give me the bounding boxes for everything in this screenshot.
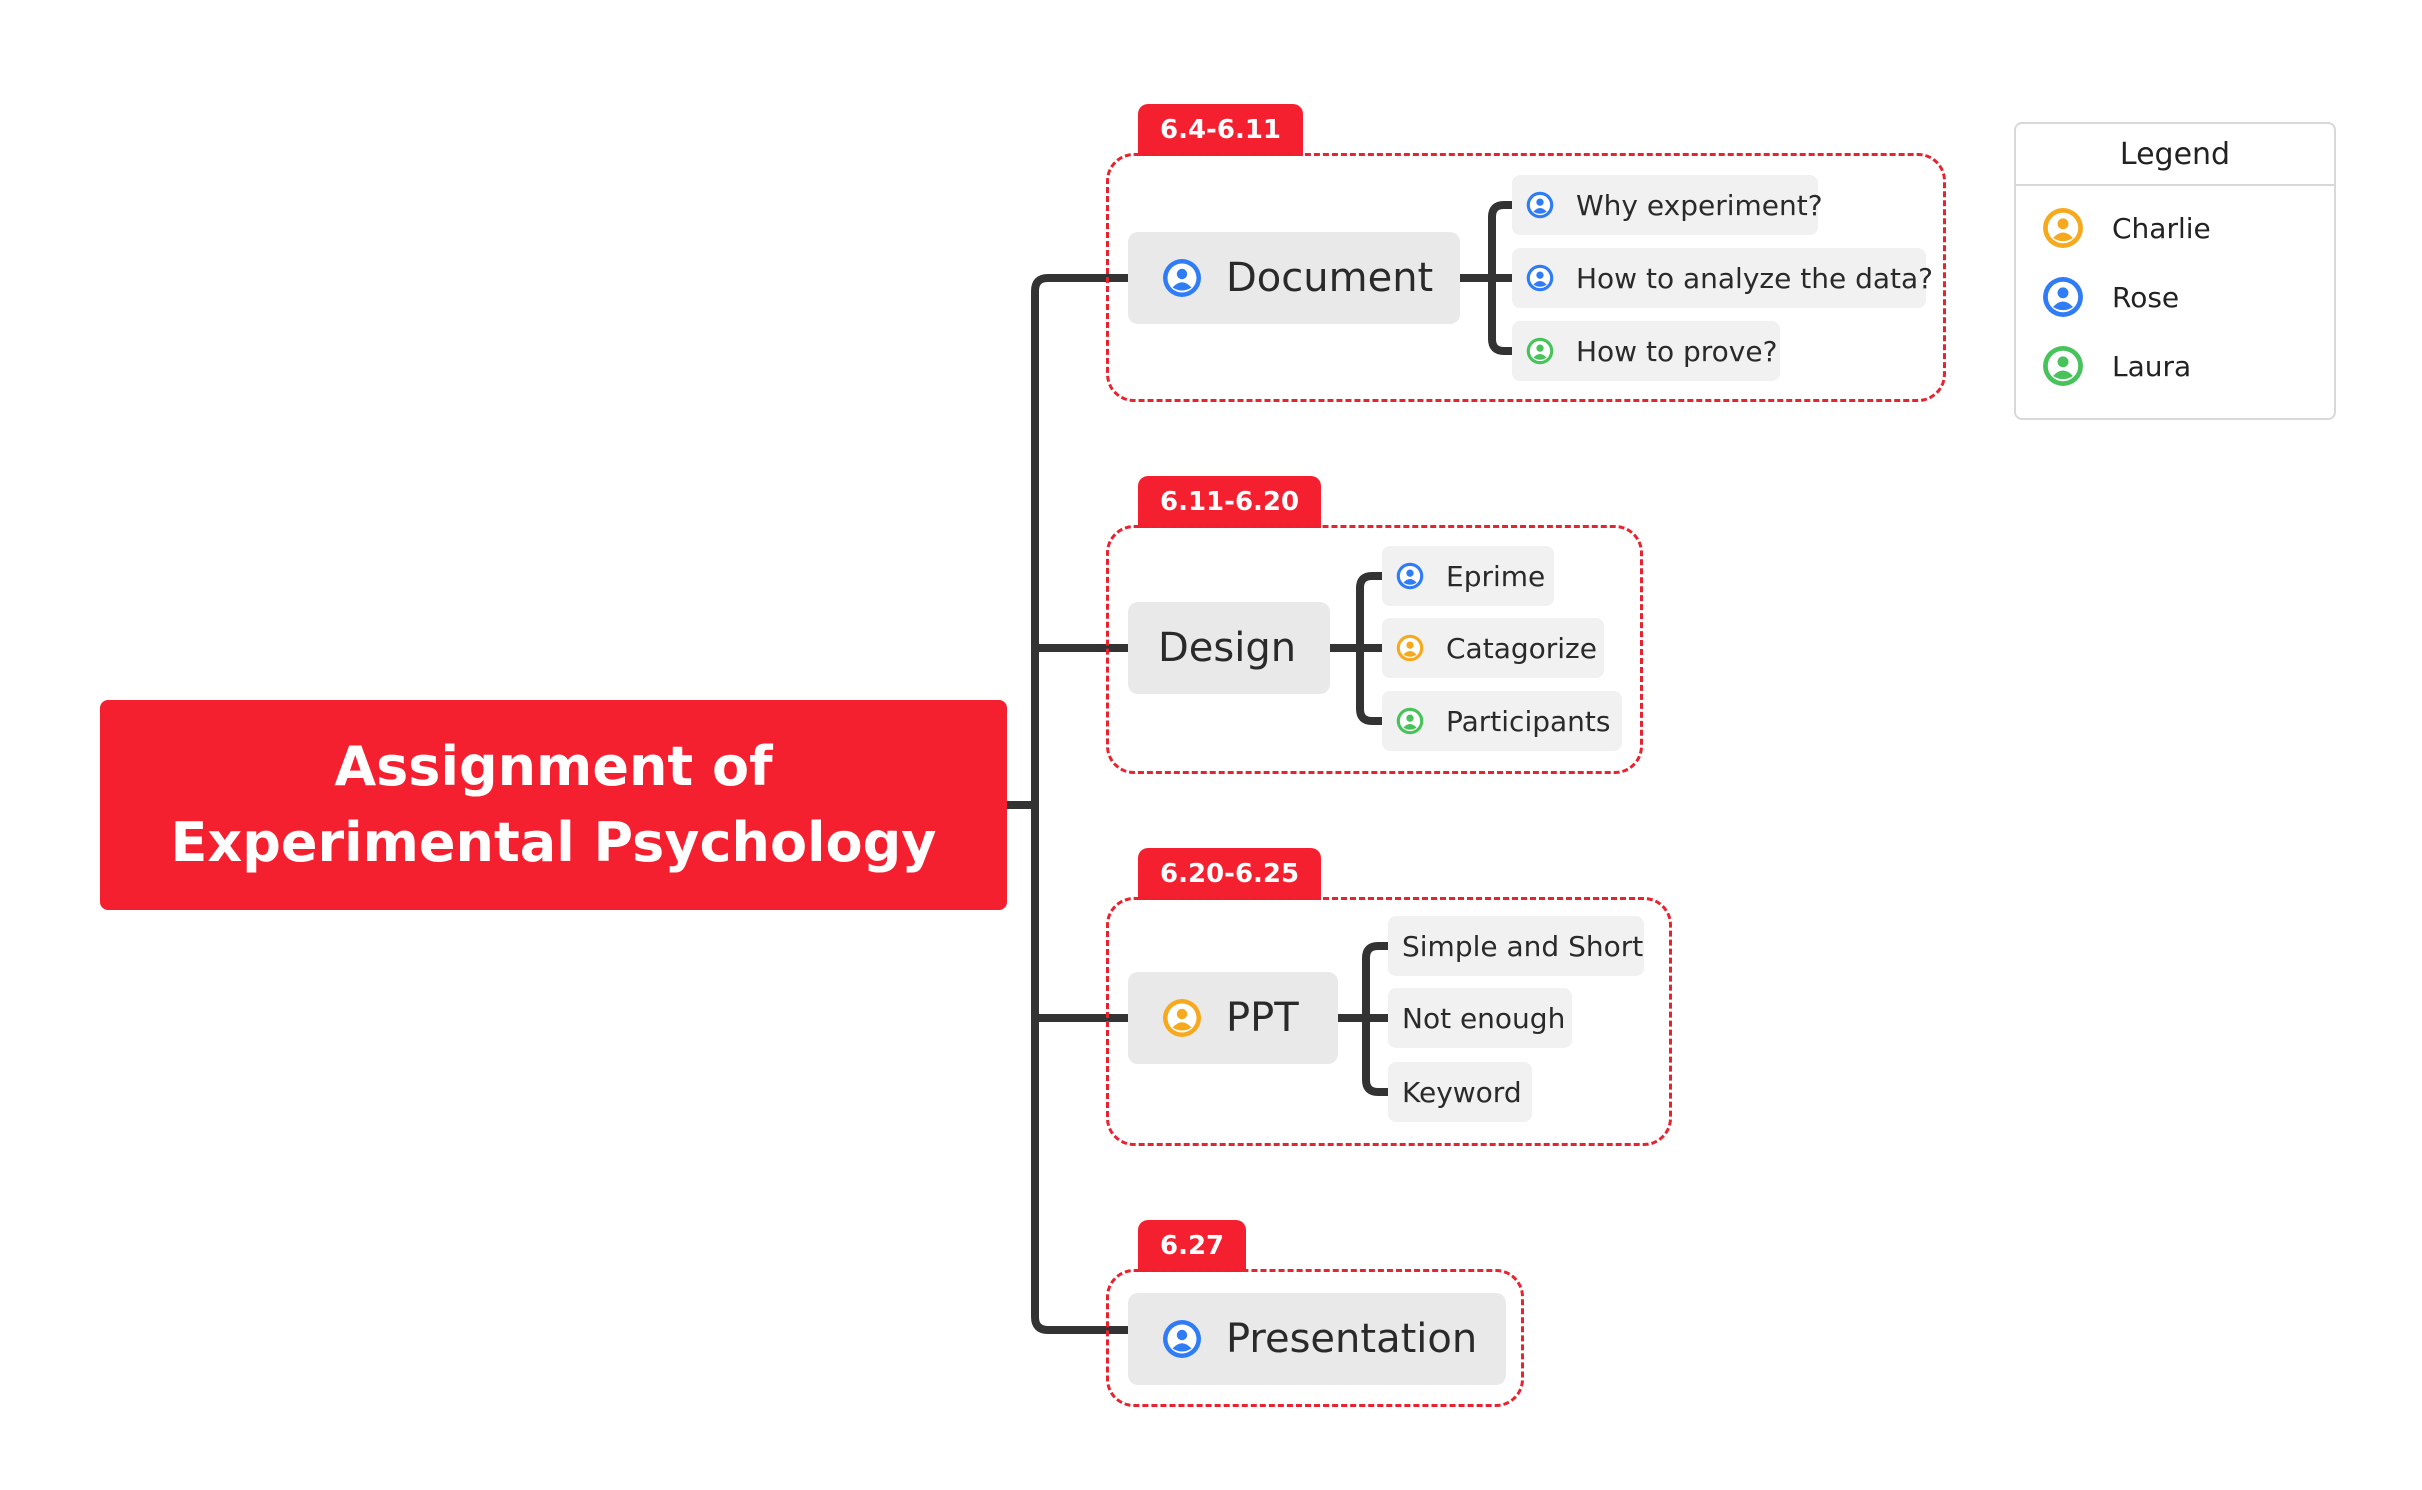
legend-label: Laura — [2112, 349, 2192, 383]
group-presentation — [1106, 1269, 1524, 1407]
person-icon — [2042, 276, 2084, 318]
trunk-line — [1031, 274, 1132, 1334]
root-title: Assignment of Experimental Psychology — [170, 735, 937, 874]
legend-label: Charlie — [2112, 211, 2211, 245]
topic-presentation[interactable]: Presentation — [1128, 1293, 1506, 1385]
group-design — [1106, 525, 1643, 774]
subtopic-not-enough[interactable]: Not enough — [1388, 988, 1572, 1048]
person-icon — [1526, 337, 1554, 365]
person-icon — [1396, 707, 1424, 735]
subtopic-catagorize[interactable]: Catagorize — [1382, 618, 1604, 678]
topic-label: PPT — [1226, 995, 1299, 1041]
subtopic-participants[interactable]: Participants — [1382, 691, 1622, 751]
subtopic-simple-short[interactable]: Simple and Short — [1388, 916, 1644, 976]
topic-label: Presentation — [1226, 1316, 1478, 1362]
person-icon — [2042, 345, 2084, 387]
subtopic-label: Catagorize — [1446, 631, 1597, 665]
legend-title: Legend — [2016, 124, 2334, 186]
date-tag-presentation[interactable]: 6.27 — [1138, 1220, 1247, 1272]
subtopic-how-to-prove[interactable]: How to prove? — [1512, 321, 1780, 381]
topic-design[interactable]: Design — [1128, 602, 1330, 694]
subtopic-label: Participants — [1446, 704, 1611, 738]
subtopic-analyze-data[interactable]: How to analyze the data? — [1512, 248, 1933, 308]
subtopic-keyword[interactable]: Keyword — [1388, 1062, 1532, 1122]
topic-label: Document — [1226, 255, 1434, 301]
subtopic-label: Not enough — [1402, 1001, 1566, 1035]
date-tag-design[interactable]: 6.11-6.20 — [1138, 476, 1322, 528]
legend-item-rose: Rose — [2042, 275, 2179, 319]
legend-item-charlie: Charlie — [2042, 206, 2211, 250]
person-icon — [1162, 998, 1202, 1038]
subtopic-label: Why experiment? — [1576, 188, 1823, 222]
root-topic[interactable]: Assignment of Experimental Psychology — [100, 700, 1007, 910]
group-document — [1106, 153, 1946, 402]
topic-ppt[interactable]: PPT — [1128, 972, 1338, 1064]
subtopic-why-experiment[interactable]: Why experiment? — [1512, 175, 1823, 235]
person-icon — [1162, 1319, 1202, 1359]
person-icon — [2042, 207, 2084, 249]
topic-document[interactable]: Document — [1128, 232, 1460, 324]
subtopic-label: Eprime — [1446, 559, 1546, 593]
date-tag-ppt[interactable]: 6.20-6.25 — [1138, 848, 1322, 900]
person-icon — [1396, 562, 1424, 590]
subtopic-label: How to prove? — [1576, 334, 1778, 368]
legend-label: Rose — [2112, 280, 2180, 314]
group-ppt — [1106, 897, 1672, 1146]
person-icon — [1526, 264, 1554, 292]
date-tag-document[interactable]: 6.4-6.11 — [1138, 104, 1303, 156]
person-icon — [1162, 258, 1202, 298]
legend-item-laura: Laura — [2042, 344, 2191, 388]
legend-panel: Legend Charlie Rose Laura — [2014, 122, 2336, 420]
topic-label: Design — [1158, 625, 1297, 671]
subtopic-label: Keyword — [1402, 1075, 1522, 1109]
subtopic-label: Simple and Short — [1402, 929, 1644, 963]
subtopic-eprime[interactable]: Eprime — [1382, 546, 1554, 606]
person-icon — [1396, 634, 1424, 662]
person-icon — [1526, 191, 1554, 219]
subtopic-label: How to analyze the data? — [1576, 261, 1934, 295]
